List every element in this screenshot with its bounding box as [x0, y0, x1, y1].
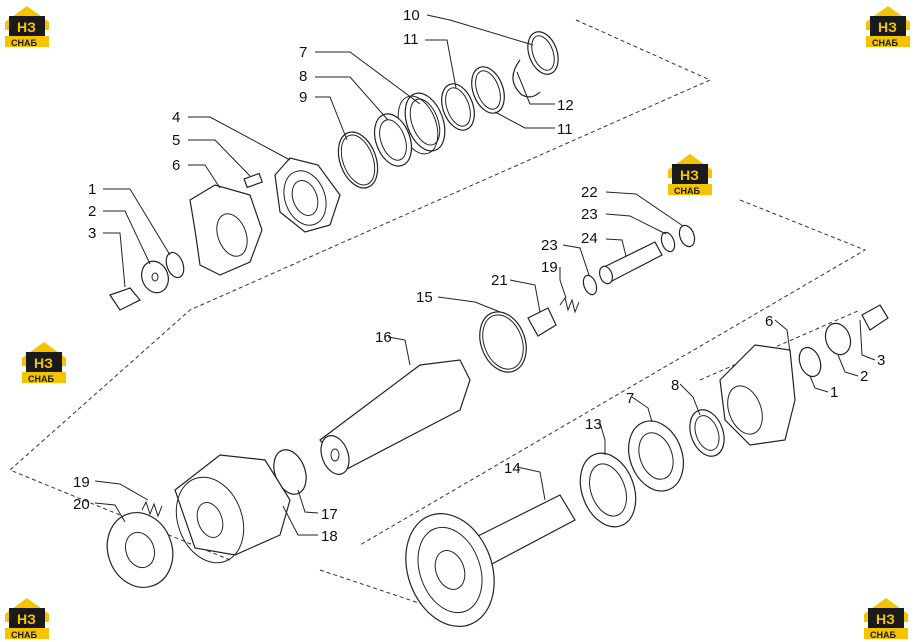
- callout-8: 8: [671, 377, 679, 394]
- spring-part-19a: [559, 296, 580, 314]
- callout-13: 13: [585, 416, 602, 433]
- callout-11: 11: [403, 31, 419, 48]
- callout-7: 7: [299, 44, 307, 61]
- callout-16: 16: [375, 329, 392, 346]
- logo-center: НЗ СНАБ: [668, 154, 712, 196]
- callout-6: 6: [765, 313, 773, 330]
- svg-text:НЗ: НЗ: [34, 355, 53, 371]
- callout-5: 5: [172, 132, 180, 149]
- callout-23: 23: [541, 237, 558, 254]
- ring-part-23a: [660, 231, 676, 253]
- logo-top-left: НЗ СНАБ: [5, 6, 49, 48]
- clutch-housing-part-18: [174, 454, 291, 556]
- callout-6: 6: [172, 157, 180, 174]
- bearing-part-7a: [404, 92, 446, 152]
- o-ring-part-1a: [165, 251, 185, 279]
- callout-18: 18: [321, 528, 338, 545]
- callout-15: 15: [416, 289, 433, 306]
- svg-text:СНАБ: СНАБ: [28, 374, 54, 384]
- callout-12: 12: [557, 97, 574, 114]
- callout-3: 3: [877, 352, 885, 369]
- callout-1: 1: [830, 384, 838, 401]
- svg-text:СНАБ: СНАБ: [674, 186, 700, 196]
- svg-text:НЗ: НЗ: [876, 611, 895, 627]
- snap-ring-part-10: [527, 31, 559, 75]
- svg-text:НЗ: НЗ: [878, 19, 897, 35]
- callout-11: 11: [557, 121, 573, 138]
- seal-part-8b: [689, 409, 725, 457]
- svg-text:СНАБ: СНАБ: [870, 630, 896, 640]
- logo-bottom-left: НЗ СНАБ: [5, 598, 49, 640]
- bearing-part-7b: [628, 420, 684, 492]
- callout-19: 19: [73, 474, 90, 491]
- callout-24: 24: [581, 230, 598, 247]
- gear-part-14: [405, 513, 495, 627]
- callout-1: 1: [88, 181, 96, 198]
- svg-text:НЗ: НЗ: [17, 611, 36, 627]
- circlip-part-12: [512, 59, 541, 98]
- bearing-part-13: [579, 452, 637, 528]
- callout-19: 19: [541, 259, 558, 276]
- callout-8: 8: [299, 68, 307, 85]
- callout-2: 2: [860, 368, 868, 385]
- washer-part-2b: [824, 322, 852, 356]
- callout-4: 4: [172, 109, 180, 126]
- callout-10: 10: [403, 7, 420, 24]
- svg-text:НЗ: НЗ: [17, 19, 36, 35]
- cover-part-4: [274, 157, 341, 233]
- callout-17: 17: [321, 506, 338, 523]
- callout-2: 2: [88, 203, 96, 220]
- yoke-part-6b: [719, 344, 796, 446]
- callout-3: 3: [88, 225, 96, 242]
- callout-9: 9: [299, 89, 307, 106]
- o-ring-part-15: [479, 311, 527, 373]
- bolt-part-3a: [109, 287, 141, 311]
- svg-text:СНАБ: СНАБ: [11, 38, 37, 48]
- o-ring-part-1b: [798, 346, 822, 378]
- plate-part-20: [106, 512, 174, 588]
- svg-text:НЗ: НЗ: [680, 167, 699, 183]
- bolt-part-3b: [861, 304, 889, 331]
- spring-part-19b: [141, 500, 163, 518]
- yoke-part-6a: [189, 184, 263, 276]
- svg-text:СНАБ: СНАБ: [872, 38, 898, 48]
- svg-text:СНАБ: СНАБ: [11, 630, 37, 640]
- callout-labels: 10 11 7 8 9 4 5 6 1 2 3 12 11 22 23 23 2…: [73, 7, 885, 545]
- plunger-part-21: [527, 307, 557, 337]
- logo-bottom-right: НЗ СНАБ: [864, 598, 908, 640]
- parts: [106, 31, 889, 627]
- callout-7: 7: [626, 390, 634, 407]
- callout-14: 14: [504, 460, 521, 477]
- ring-part-22: [678, 224, 696, 248]
- logo-top-right: НЗ СНАБ: [866, 6, 910, 48]
- bolt-part-5: [243, 172, 263, 189]
- logo-left-middle: НЗ СНАБ: [22, 342, 66, 384]
- callout-20: 20: [73, 496, 90, 513]
- callout-22: 22: [581, 184, 598, 201]
- ring-part-11a: [441, 83, 475, 131]
- callout-23: 23: [581, 206, 598, 223]
- ring-part-23b: [582, 274, 598, 296]
- callout-21: 21: [491, 272, 508, 289]
- leader-lines: [94, 14, 876, 536]
